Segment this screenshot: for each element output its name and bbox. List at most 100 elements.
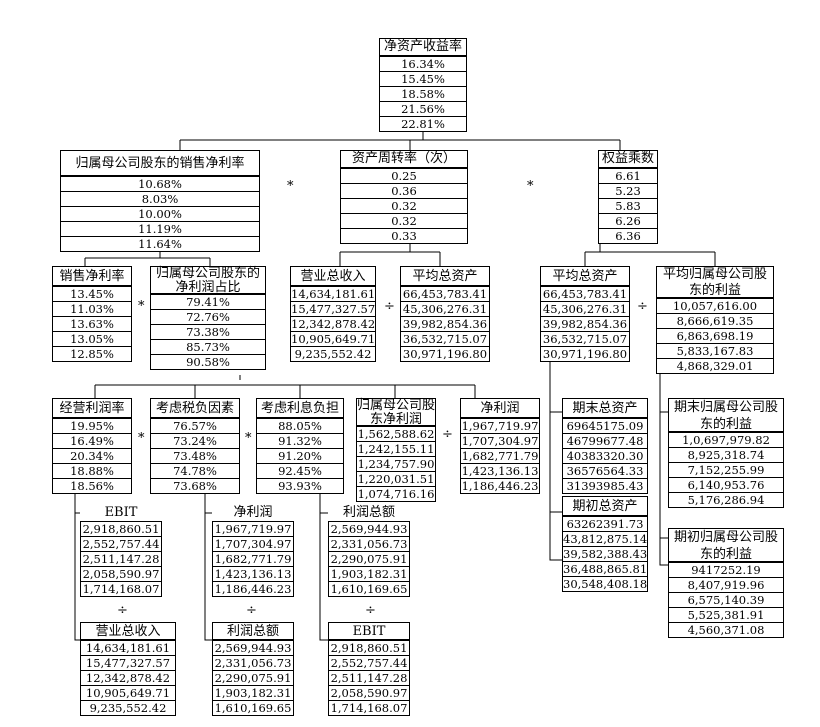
value-cell: 1,610,169.65	[329, 581, 409, 596]
value-cell: 9417252.19	[669, 562, 783, 577]
node-end-parent-equity-label: 期末归属母公司股东的利益	[668, 398, 784, 432]
value-cell: 12,342,878.42	[291, 316, 376, 331]
value-cell: 1,682,771.79	[213, 551, 293, 566]
node-avg-parent-equity: 平均归属母公司股东的利益 10,057,616.00 8,666,619.35 …	[656, 266, 774, 374]
node-op-margin-label: 经营利润率	[52, 398, 132, 418]
value-cell: 0.32	[341, 213, 467, 228]
node-avg-parent-equity-values: 10,057,616.00 8,666,619.35 6,863,698.19 …	[656, 298, 774, 374]
value-cell: 30,548,408.18	[563, 576, 648, 591]
value-cell: 11.64%	[61, 236, 259, 251]
node-total-profit-b-label: 利润总额	[212, 622, 294, 640]
divide-operator: ÷	[117, 603, 128, 618]
value-cell: 18.56%	[53, 478, 131, 493]
multiply-operator: *	[138, 431, 145, 446]
value-cell: 8,407,919.96	[669, 577, 783, 592]
value-cell: 66,453,783.41	[541, 286, 629, 301]
node-total-profit-a-values: 2,569,944.93 2,331,056.73 2,290,075.91 1…	[328, 521, 410, 597]
value-cell: 10,057,616.00	[657, 298, 773, 313]
value-cell: 2,511,147.28	[81, 551, 161, 566]
value-cell: 92.45%	[257, 463, 343, 478]
value-cell: 30,971,196.80	[541, 346, 629, 361]
value-cell: 1,423,136.13	[213, 566, 293, 581]
value-cell: 45,306,276.31	[541, 301, 629, 316]
value-cell: 2,331,056.73	[329, 536, 409, 551]
node-op-margin: 经营利润率 19.95% 16.49% 20.34% 18.88% 18.56%	[52, 398, 132, 494]
node-net-profit-b-values: 1,967,719.97 1,707,304.97 1,682,771.79 1…	[212, 521, 294, 597]
node-net-margin: 销售净利率 13.45% 11.03% 13.63% 13.05% 12.85%	[52, 266, 132, 362]
node-revenue-b-label: 营业总收入	[80, 622, 176, 640]
value-cell: 1,074,716.16	[357, 486, 435, 501]
value-cell: 39,982,854.36	[541, 316, 629, 331]
value-cell: 0.25	[341, 168, 467, 183]
node-ebit-b: EBIT 2,918,860.51 2,552,757.44 2,511,147…	[328, 622, 410, 716]
node-tax-burden-label: 考虑税负因素	[150, 398, 240, 418]
value-cell: 0.36	[341, 183, 467, 198]
value-cell: 8,925,318.74	[669, 447, 783, 462]
node-net-profit-a-values: 1,967,719.97 1,707,304.97 1,682,771.79 1…	[460, 418, 540, 494]
value-cell: 9,235,552.42	[291, 346, 375, 361]
node-avg-assets-b-label: 平均总资产	[540, 266, 630, 286]
value-cell: 19.95%	[53, 418, 131, 433]
divide-operator: ÷	[365, 603, 376, 618]
value-cell: 1,903,182.31	[213, 685, 293, 700]
node-ebit-b-label: EBIT	[328, 622, 410, 640]
value-cell: 5.23	[599, 183, 657, 198]
node-parent-npm-label: 归属母公司股东的销售净利率	[60, 150, 260, 176]
value-cell: 73.68%	[151, 478, 239, 493]
value-cell: 5,176,286.94	[669, 492, 783, 507]
node-net-profit-a-label: 净利润	[460, 398, 540, 418]
value-cell: 15,477,327.57	[81, 655, 175, 670]
node-end-assets-values: 69645175.09 46799677.48 40383320.30 3657…	[562, 418, 648, 494]
value-cell: 72.76%	[151, 309, 265, 324]
value-cell: 11.19%	[61, 221, 259, 236]
value-cell: 2,552,757.44	[81, 536, 161, 551]
node-net-profit-a: 净利润 1,967,719.97 1,707,304.97 1,682,771.…	[460, 398, 540, 494]
value-cell: 2,569,944.93	[329, 521, 409, 536]
node-end-assets: 期末总资产 69645175.09 46799677.48 40383320.3…	[562, 398, 648, 494]
value-cell: 2,058,590.97	[81, 566, 161, 581]
node-total-profit-a-label: 利润总额	[342, 505, 395, 520]
node-equity-multiplier-values: 6.61 5.23 5.83 6.26 6.36	[598, 168, 658, 244]
value-cell: 7,152,255.99	[669, 462, 783, 477]
value-cell: 6.61	[599, 168, 657, 183]
multiply-operator: *	[138, 299, 145, 314]
node-total-profit-a: 利润总额 2,569,944.93 2,331,056.73 2,290,075…	[328, 505, 410, 597]
value-cell: 13.45%	[53, 286, 131, 301]
value-cell: 90.58%	[151, 354, 265, 369]
value-cell: 14,634,181.61	[81, 640, 175, 655]
divide-operator: ÷	[384, 299, 395, 314]
value-cell: 2,918,860.51	[81, 521, 161, 536]
value-cell: 6,575,140.39	[669, 592, 783, 607]
value-cell: 8.03%	[61, 191, 259, 206]
node-begin-assets: 期初总资产 63262391.73 43,812,875.14 39,582,3…	[562, 496, 648, 592]
value-cell: 45,306,276.31	[401, 301, 489, 316]
value-cell: 88.05%	[257, 418, 343, 433]
node-end-parent-equity-values: 1,0,697,979.82 8,925,318.74 7,152,255.99…	[668, 432, 784, 508]
value-cell: 16.49%	[53, 433, 131, 448]
value-cell: 10.68%	[61, 176, 259, 191]
value-cell: 1,682,771.79	[461, 448, 539, 463]
value-cell: 6.26	[599, 213, 657, 228]
node-begin-assets-values: 63262391.73 43,812,875.14 39,582,388.43 …	[562, 516, 648, 592]
divide-operator: ÷	[637, 299, 648, 314]
node-total-profit-b: 利润总额 2,569,944.93 2,331,056.73 2,290,075…	[212, 622, 294, 716]
value-cell: 9,235,552.42	[81, 700, 175, 715]
node-revenue-b: 营业总收入 14,634,181.61 15,477,327.57 12,342…	[80, 622, 176, 716]
value-cell: 91.32%	[257, 433, 343, 448]
value-cell: 73.48%	[151, 448, 239, 463]
value-cell: 5,525,381.91	[669, 607, 783, 622]
value-cell: 2,331,056.73	[213, 655, 293, 670]
value-cell: 1,714,168.07	[329, 700, 409, 715]
value-cell: 63262391.73	[563, 516, 647, 531]
node-avg-assets-a-values: 66,453,783.41 45,306,276.31 39,982,854.3…	[400, 286, 490, 362]
value-cell: 13.63%	[53, 316, 131, 331]
node-revenue-a: 营业总收入 14,634,181.61 15,477,327.57 12,342…	[290, 266, 376, 362]
value-cell: 15,477,327.57	[291, 301, 376, 316]
value-cell: 91.20%	[257, 448, 343, 463]
node-parent-share-values: 79.41% 72.76% 73.38% 85.73% 90.58%	[150, 294, 266, 370]
value-cell: 12,342,878.42	[81, 670, 175, 685]
value-cell: 2,552,757.44	[329, 655, 409, 670]
node-end-parent-equity: 期末归属母公司股东的利益 1,0,697,979.82 8,925,318.74…	[668, 398, 784, 508]
value-cell: 1,220,031.51	[357, 471, 435, 486]
